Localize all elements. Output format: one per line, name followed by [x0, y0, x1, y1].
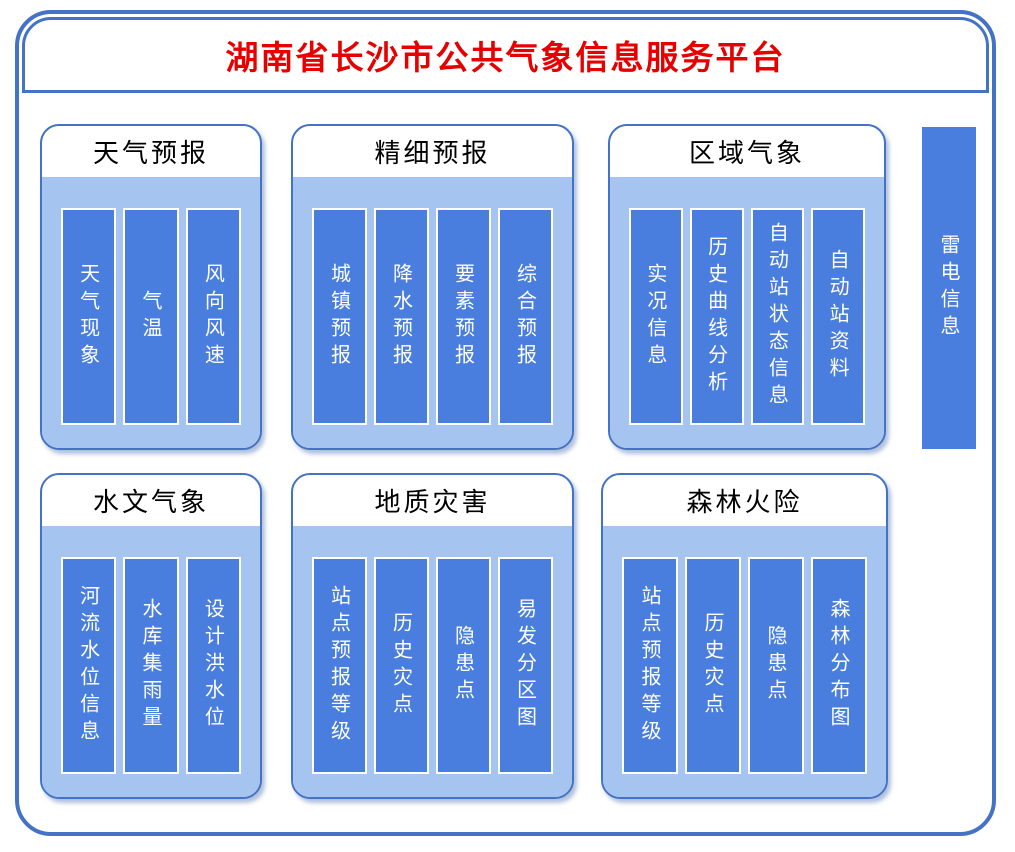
bar-label: 自动站资料 [826, 249, 851, 384]
section-geological-disaster: 地质灾害 站点预报等级 历史灾点 隐患点 易发分区图 [291, 473, 574, 799]
bar-label: 要素预报 [451, 262, 476, 371]
bar-label: 气温 [138, 289, 163, 344]
diagram-frame: 湖南省长沙市公共气象信息服务平台 天气预报 天气现象 气温 风向风速 精细预报 … [15, 10, 996, 836]
lightning-info-label: 雷电信息 [937, 234, 961, 342]
bar-item: 水库集雨量 [123, 557, 179, 774]
section-header: 天气预报 [92, 139, 209, 169]
bar-item: 要素预报 [436, 208, 491, 425]
bar-label: 降水预报 [389, 262, 414, 371]
page-title: 湖南省长沙市公共气象信息服务平台 [225, 38, 786, 77]
section-header: 地质灾害 [374, 488, 491, 518]
section-weather-forecast: 天气预报 天气现象 气温 风向风速 [40, 124, 262, 450]
section-body: 城镇预报 降水预报 要素预报 综合预报 [293, 177, 572, 448]
section-body: 河流水位信息 水库集雨量 设计洪水位 [42, 526, 260, 797]
bar-item: 气温 [123, 208, 179, 425]
section-hydrology-weather: 水文气象 河流水位信息 水库集雨量 设计洪水位 [40, 473, 262, 799]
bar-label: 城镇预报 [327, 262, 352, 371]
bar-label: 历史灾点 [389, 611, 414, 720]
bar-item: 森林分布图 [811, 557, 867, 774]
diagram-content: 天气预报 天气现象 气温 风向风速 精细预报 城镇预报 降水预报 要素预报 综合… [19, 93, 992, 799]
section-body: 天气现象 气温 风向风速 [42, 177, 260, 448]
bar-label: 河流水位信息 [76, 584, 101, 747]
bar-label: 易发分区图 [513, 598, 538, 733]
bar-item: 实况信息 [629, 208, 683, 425]
bar-item: 站点预报等级 [622, 557, 678, 774]
section-body: 站点预报等级 历史灾点 隐患点 易发分区图 [293, 526, 572, 797]
bar-item: 隐患点 [436, 557, 491, 774]
bar-item: 隐患点 [748, 557, 804, 774]
section-regional-weather: 区域气象 实况信息 历史曲线分析 自动站状态信息 自动站资料 [608, 124, 886, 450]
bar-item: 自动站资料 [811, 208, 865, 425]
row-top: 天气预报 天气现象 气温 风向风速 精细预报 城镇预报 降水预报 要素预报 综合… [40, 124, 992, 450]
bar-item: 历史曲线分析 [689, 208, 744, 425]
bar-label: 森林分布图 [827, 598, 851, 733]
section-body: 实况信息 历史曲线分析 自动站状态信息 自动站资料 [610, 177, 884, 448]
bar-label: 风向风速 [201, 262, 226, 371]
bar-label: 实况信息 [643, 262, 668, 371]
row-bottom: 水文气象 河流水位信息 水库集雨量 设计洪水位 地质灾害 站点预报等级 历史灾点… [40, 473, 992, 799]
section-header: 森林火险 [686, 488, 803, 518]
bar-label: 天气现象 [76, 262, 101, 371]
bar-label: 综合预报 [513, 262, 538, 371]
section-body: 站点预报等级 历史灾点 隐患点 森林分布图 [603, 526, 886, 797]
bar-label: 站点预报等级 [638, 584, 662, 747]
bar-item: 自动站状态信息 [750, 208, 805, 425]
bar-item: 站点预报等级 [312, 557, 367, 774]
lightning-info-bar: 雷电信息 [922, 127, 976, 449]
bar-item: 河流水位信息 [61, 557, 117, 774]
bar-item: 设计洪水位 [185, 557, 241, 774]
section-fine-forecast: 精细预报 城镇预报 降水预报 要素预报 综合预报 [291, 124, 574, 450]
bar-item: 风向风速 [185, 208, 241, 425]
bar-item: 易发分区图 [498, 557, 553, 774]
bar-label: 设计洪水位 [201, 598, 226, 733]
bar-item: 天气现象 [61, 208, 117, 425]
section-header: 水文气象 [92, 488, 209, 518]
bar-label: 历史曲线分析 [704, 235, 729, 398]
bar-label: 隐患点 [764, 625, 788, 706]
bar-label: 站点预报等级 [327, 584, 352, 747]
bar-label: 隐患点 [451, 625, 476, 706]
bar-item: 历史灾点 [685, 557, 741, 774]
bar-item: 综合预报 [498, 208, 553, 425]
title-box: 湖南省长沙市公共气象信息服务平台 [22, 17, 989, 93]
bar-item: 历史灾点 [374, 557, 429, 774]
bar-label: 历史灾点 [701, 611, 725, 720]
section-header: 区域气象 [688, 139, 805, 169]
section-header: 精细预报 [374, 139, 491, 169]
bar-label: 自动站状态信息 [765, 222, 790, 411]
bar-item: 城镇预报 [312, 208, 367, 425]
section-forest-fire-risk: 森林火险 站点预报等级 历史灾点 隐患点 森林分布图 [601, 473, 888, 799]
bar-item: 降水预报 [374, 208, 429, 425]
bar-label: 水库集雨量 [138, 598, 163, 733]
